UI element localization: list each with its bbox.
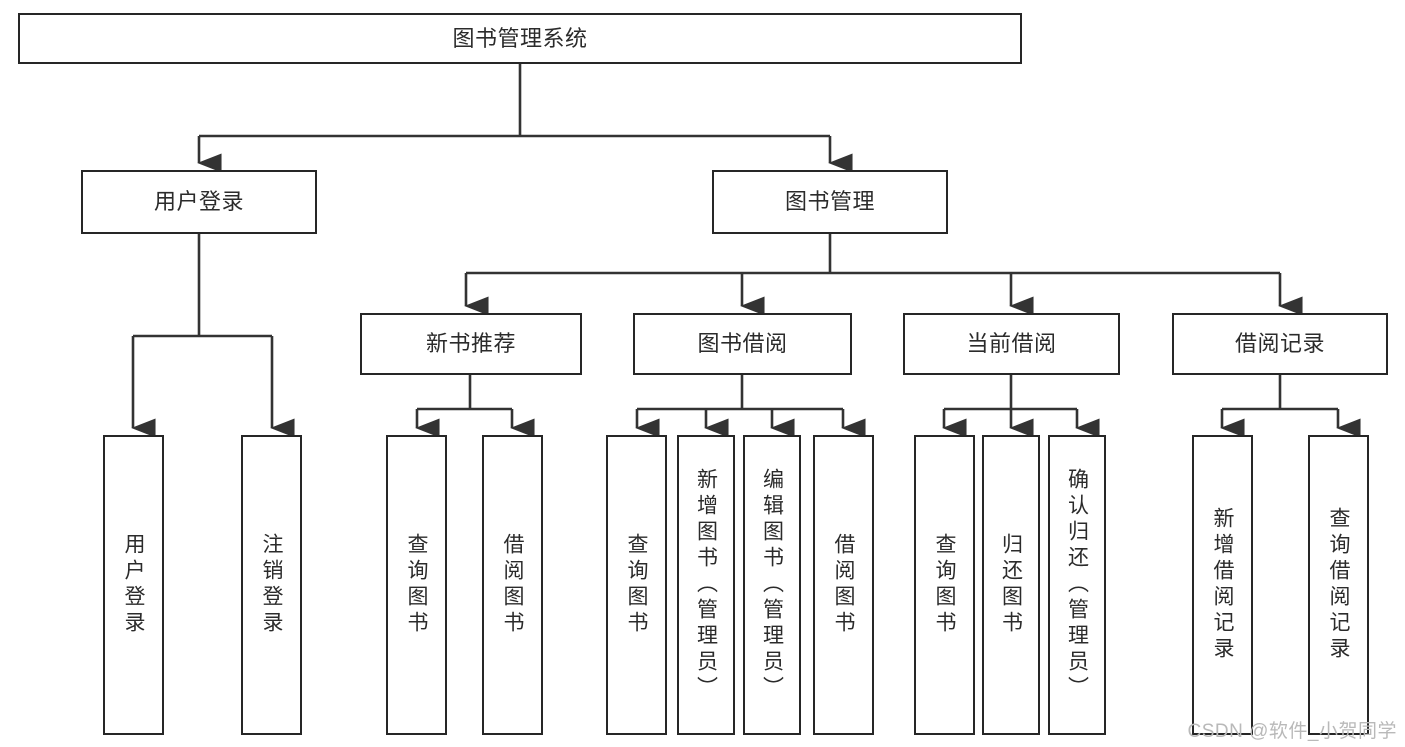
node-book-manage[interactable]: 图书管理: [712, 170, 948, 234]
node-book-manage-label: 图书管理: [784, 189, 875, 215]
node-leaf-user-logout-label: 注销登录: [260, 533, 283, 637]
node-current-borrow[interactable]: 当前借阅: [903, 313, 1120, 375]
node-leaf-user-logout[interactable]: 注销登录: [241, 435, 302, 735]
node-root[interactable]: 图书管理系统: [18, 13, 1022, 64]
node-new-book-recommend[interactable]: 新书推荐: [360, 313, 582, 375]
node-leaf-borrow-book-2[interactable]: 借阅图书: [813, 435, 874, 735]
node-user-login[interactable]: 用户登录: [81, 170, 317, 234]
node-leaf-borrow-book-2-label: 借阅图书: [832, 533, 855, 637]
node-leaf-borrow-book-1-label: 借阅图书: [501, 533, 524, 637]
node-leaf-add-record[interactable]: 新增借阅记录: [1192, 435, 1253, 735]
node-leaf-query-record-label: 查询借阅记录: [1327, 507, 1350, 663]
node-leaf-return-book[interactable]: 归还图书: [982, 435, 1040, 735]
node-new-book-recommend-label: 新书推荐: [425, 331, 516, 357]
node-leaf-query-book-1[interactable]: 查询图书: [386, 435, 447, 735]
node-user-login-label: 用户登录: [153, 189, 244, 215]
node-leaf-borrow-book-1[interactable]: 借阅图书: [482, 435, 543, 735]
node-leaf-add-book[interactable]: 新增图书（管理员）: [677, 435, 735, 735]
node-leaf-query-book-2-label: 查询图书: [625, 533, 648, 637]
node-borrow-record-label: 借阅记录: [1234, 331, 1325, 357]
node-book-borrow[interactable]: 图书借阅: [633, 313, 852, 375]
node-leaf-add-record-label: 新增借阅记录: [1211, 507, 1234, 663]
node-leaf-query-book-3[interactable]: 查询图书: [914, 435, 975, 735]
node-leaf-add-book-label: 新增图书（管理员）: [694, 468, 718, 702]
node-leaf-query-book-2[interactable]: 查询图书: [606, 435, 667, 735]
node-leaf-confirm-return[interactable]: 确认归还（管理员）: [1048, 435, 1106, 735]
node-leaf-edit-book-label: 编辑图书（管理员）: [760, 468, 784, 702]
node-leaf-confirm-return-label: 确认归还（管理员）: [1065, 468, 1089, 702]
node-borrow-record[interactable]: 借阅记录: [1172, 313, 1388, 375]
node-leaf-user-login[interactable]: 用户登录: [103, 435, 164, 735]
node-root-label: 图书管理系统: [452, 25, 588, 51]
node-book-borrow-label: 图书借阅: [697, 331, 788, 357]
node-leaf-query-book-1-label: 查询图书: [405, 533, 428, 637]
node-leaf-edit-book[interactable]: 编辑图书（管理员）: [743, 435, 801, 735]
node-leaf-query-record[interactable]: 查询借阅记录: [1308, 435, 1369, 735]
watermark: CSDN @软件_小贺同学: [1187, 721, 1397, 742]
node-leaf-return-book-label: 归还图书: [999, 533, 1023, 637]
node-leaf-query-book-3-label: 查询图书: [933, 533, 956, 637]
node-leaf-user-login-label: 用户登录: [122, 533, 145, 637]
node-current-borrow-label: 当前借阅: [966, 331, 1057, 357]
